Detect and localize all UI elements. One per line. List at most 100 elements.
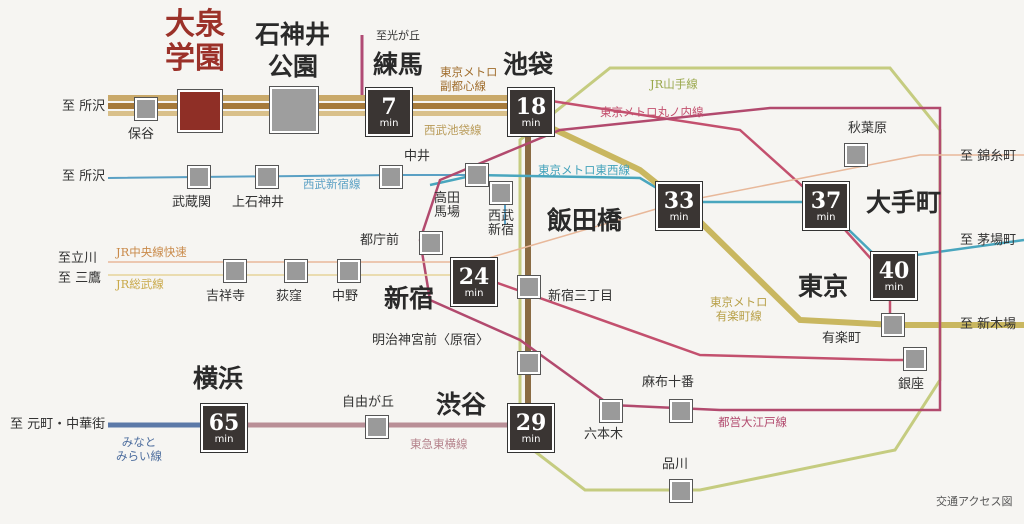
shibuya-name: 渋谷 — [436, 390, 487, 419]
seibu-ikebukuro-band — [108, 95, 528, 101]
otemachi-top-time: 37 — [810, 188, 842, 214]
shinjuku-time: 24 — [458, 264, 490, 290]
otemachi-time-unit: min — [884, 282, 904, 293]
otemachi-top-time-box[interactable]: 37 min — [803, 182, 849, 230]
yokohama-time-unit: min — [214, 434, 234, 445]
ikebukuro-time: 18 — [515, 94, 547, 120]
nakano-marker[interactable] — [338, 260, 360, 282]
azabujuban-marker[interactable] — [670, 400, 692, 422]
roppongi-label: 六本木 — [584, 427, 624, 442]
seibushinjuku-marker[interactable] — [490, 182, 512, 204]
dest-kayabacho: 至 茅場町 — [960, 233, 1017, 248]
dest-tachikawa: 至立川 — [58, 251, 98, 266]
meijijingumae-marker[interactable] — [518, 352, 540, 374]
line-name-tozai: 東京メトロ東西線 — [538, 163, 630, 177]
line-name-oedo: 都営大江戸線 — [718, 415, 787, 429]
dest-hikarigaoka: 至光が丘 — [376, 29, 420, 42]
iidabashi-time-unit: min — [669, 212, 689, 223]
shinjukusanchome-label: 新宿三丁目 — [548, 289, 614, 304]
shibuya-time-box[interactable]: 29 min — [508, 404, 554, 452]
shinjuku-time-unit: min — [464, 288, 484, 299]
yurakucho-line — [543, 122, 1024, 328]
yokohama-time-box[interactable]: 65 min — [201, 404, 247, 452]
yokohama-time: 65 — [208, 410, 240, 436]
nerima-time: 7 — [381, 94, 397, 120]
tochomae-marker[interactable] — [420, 232, 442, 254]
nakai-marker[interactable] — [380, 166, 402, 188]
line-name-yamanote: JR山手線 — [650, 77, 698, 91]
shibuya-time: 29 — [515, 410, 547, 436]
takadanobaba-label-1: 高田 — [434, 191, 461, 206]
seibushinjuku-label-2: 新宿 — [488, 222, 515, 238]
takadanobaba-label: 高田 馬場 — [434, 192, 460, 219]
shakujii-marker[interactable] — [270, 87, 318, 133]
line-name-toyoko: 東急東横線 — [410, 437, 468, 451]
musashiseki-label: 武蔵関 — [172, 195, 212, 210]
line-name-seibu-ikebukuro: 西武池袋線 — [424, 123, 482, 137]
otemachi-time: 40 — [878, 258, 910, 284]
highlight-station-marker[interactable] — [178, 90, 222, 132]
ogikubo-marker[interactable] — [285, 260, 307, 282]
shinjukusanchome-marker[interactable] — [518, 276, 540, 298]
highlight-station-name-1: 大泉 — [165, 7, 225, 42]
shakujii-name-2: 公園 — [268, 52, 319, 81]
dest-motomachi: 至 元町・中華街 — [10, 417, 106, 432]
otemachi-time-box[interactable]: 40 min — [871, 252, 917, 300]
tokyo-name: 東京 — [798, 272, 849, 301]
nakano-label: 中野 — [332, 289, 359, 304]
seibushinjuku-label-1: 西武 — [488, 209, 515, 224]
shinagawa-label: 品川 — [662, 457, 689, 472]
kamishakujii-label: 上石神井 — [232, 195, 285, 210]
yurakucho-label: 有楽町 — [822, 331, 862, 346]
nakai-label: 中井 — [404, 149, 431, 164]
shinjuku-name: 新宿 — [384, 284, 435, 313]
line-name-sobu: JR総武線 — [116, 277, 164, 291]
ikebukuro-time-unit: min — [521, 118, 541, 129]
akihabara-marker[interactable] — [845, 144, 867, 166]
roppongi-marker[interactable] — [600, 400, 622, 422]
iidabashi-name: 飯田橋 — [547, 206, 623, 235]
nerima-time-box[interactable]: 7 min — [366, 88, 412, 136]
ginza-marker[interactable] — [904, 348, 926, 370]
line-name-yurakucho: 東京メトロ 有楽町線 — [710, 295, 768, 323]
dest-mitaka: 至 三鷹 — [58, 271, 102, 286]
shakujii-name-1: 石神井 — [255, 20, 331, 49]
jiyugaoka-label: 自由が丘 — [342, 395, 395, 410]
hoya-marker[interactable] — [135, 98, 157, 120]
caption: 交通アクセス図 — [936, 495, 1013, 508]
nerima-time-unit: min — [379, 118, 399, 129]
ikebukuro-name: 池袋 — [503, 50, 554, 79]
ginza-label: 銀座 — [898, 377, 925, 392]
ikebukuro-time-box[interactable]: 18 min — [508, 88, 554, 136]
seibushinjuku-label: 西武 新宿 — [488, 210, 514, 237]
line-name-minatomirai: みなと みらい線 — [116, 435, 162, 463]
line-name-chuo-rapid: JR中央線快速 — [116, 245, 187, 259]
otemachi-name: 大手町 — [866, 188, 942, 217]
yokohama-name: 横浜 — [193, 364, 244, 393]
oedo-line — [418, 106, 942, 412]
dest-tokorozawa-2: 至 所沢 — [62, 169, 106, 184]
otemachi-top-time-unit: min — [816, 212, 836, 223]
tochomae-label: 都庁前 — [360, 233, 400, 248]
iidabashi-time-box[interactable]: 33 min — [656, 182, 702, 230]
kichijoji-marker[interactable] — [224, 260, 246, 282]
hoya-label: 保谷 — [128, 127, 155, 142]
jiyugaoka-marker[interactable] — [366, 416, 388, 438]
shinjuku-time-box[interactable]: 24 min — [451, 258, 497, 306]
line-name-seibu-shinjuku: 西武新宿線 — [303, 177, 361, 191]
takadanobaba-marker[interactable] — [466, 164, 488, 186]
dest-kinshicho: 至 錦糸町 — [960, 149, 1017, 164]
iidabashi-time: 33 — [663, 188, 695, 214]
musashiseki-marker[interactable] — [188, 166, 210, 188]
line-name-marunouchi: 東京メトロ丸ノ内線 — [600, 105, 704, 119]
shinagawa-marker[interactable] — [670, 480, 692, 502]
fukutoshin-band — [108, 103, 528, 109]
dest-tokorozawa-1: 至 所沢 — [62, 99, 106, 114]
azabujuban-label: 麻布十番 — [642, 375, 695, 390]
kichijoji-label: 吉祥寺 — [206, 289, 246, 304]
yurakucho-marker[interactable] — [882, 314, 904, 336]
akihabara-label: 秋葉原 — [848, 121, 888, 136]
line-name-fukutoshin: 東京メトロ 副都心線 — [440, 65, 498, 93]
shibuya-time-unit: min — [521, 434, 541, 445]
kamishakujii-marker[interactable] — [256, 166, 278, 188]
